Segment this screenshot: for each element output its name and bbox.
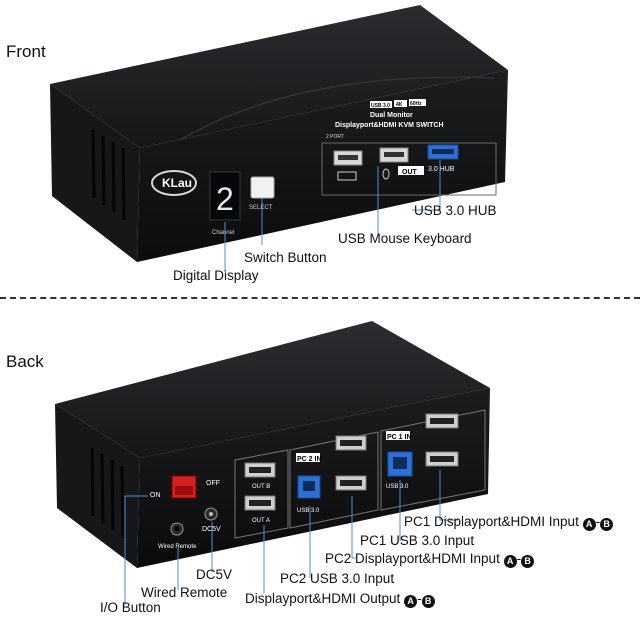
resolution-badge: 4K: [396, 102, 403, 108]
front-device-image: KLau 2 Channel SELECT USB 3.0 4K 60Hz Du…: [50, 5, 508, 272]
out-label: OUT: [402, 169, 418, 176]
callout-pc1-dp-hdmi-input: PC1 Displayport&HDMI Input A-B: [404, 514, 614, 531]
dash: -: [417, 591, 422, 606]
front-title: Front: [6, 42, 46, 61]
keyboard-icon: [337, 171, 357, 181]
badge-b-icon: B: [600, 518, 614, 531]
callout-pc1-usb30-input: PC1 USB 3.0 Input: [360, 533, 475, 548]
select-label: SELECT: [249, 205, 273, 211]
callout-dp-hdmi-output: Displayport&HDMI Output A-B: [245, 591, 435, 608]
section-divider: [0, 297, 640, 299]
badge-b-icon: B: [421, 595, 435, 608]
mouse-icon: [382, 168, 390, 180]
pc2-usb30-label: USB 3.0: [297, 508, 320, 514]
back-title: Back: [6, 352, 44, 371]
callout-dp-hdmi-output-text: Displayport&HDMI Output: [245, 591, 401, 606]
brand-logo: KLau: [162, 176, 192, 190]
callout-pc2-usb30-input: PC2 USB 3.0 Input: [280, 571, 395, 586]
callout-pc2-dp-hdmi-text: PC2 Displayport&HDMI Input: [325, 551, 500, 566]
usb-spec-badge: USB 3.0: [371, 103, 390, 109]
callout-wired-remote: Wired Remote: [141, 585, 228, 600]
callout-pc1-dp-hdmi-text: PC1 Displayport&HDMI Input: [404, 514, 579, 529]
hub-label: 3.0 HUB: [428, 166, 455, 173]
dash: -: [595, 514, 601, 529]
port-count-text: 2 PORT: [326, 134, 344, 140]
out-b-label: OUT B: [252, 484, 270, 490]
callout-digital-display: Digital Display: [173, 268, 259, 283]
callout-pc2-dp-hdmi-input: PC2 Displayport&HDMI Input A-B: [325, 551, 535, 568]
refresh-badge: 60Hz: [410, 101, 422, 107]
badge-a-icon: A: [503, 555, 517, 568]
pc2-in-label: PC 2 IN: [297, 456, 322, 463]
callout-usb-mouse-keyboard: USB Mouse Keyboard: [338, 231, 472, 246]
channel-label: Channel: [212, 230, 234, 236]
on-label: ON: [150, 492, 161, 499]
callout-switch-button: Switch Button: [244, 250, 327, 265]
pc1-in-label: PC 1 IN: [387, 434, 412, 441]
badge-a-icon: A: [404, 595, 418, 608]
channel-digit: 2: [216, 181, 234, 217]
product-line2: Displayport&HDMI KVM SWITCH: [335, 122, 444, 129]
wired-remote-label: Wired Remote: [158, 544, 197, 550]
out-a-label: OUT A: [252, 518, 270, 524]
pc1-usb30-label: USB 3.0: [386, 484, 409, 490]
callout-io-button: I/O Button: [100, 600, 161, 615]
dash: -: [516, 551, 522, 566]
product-line1: Dual Monitor: [370, 112, 413, 119]
callout-dc5v: DC5V: [196, 567, 233, 582]
callout-usb30-hub: USB 3.0 HUB: [414, 203, 497, 218]
badge-a-icon: A: [582, 518, 596, 531]
badge-b-icon: B: [521, 555, 535, 568]
off-label: OFF: [206, 480, 220, 487]
